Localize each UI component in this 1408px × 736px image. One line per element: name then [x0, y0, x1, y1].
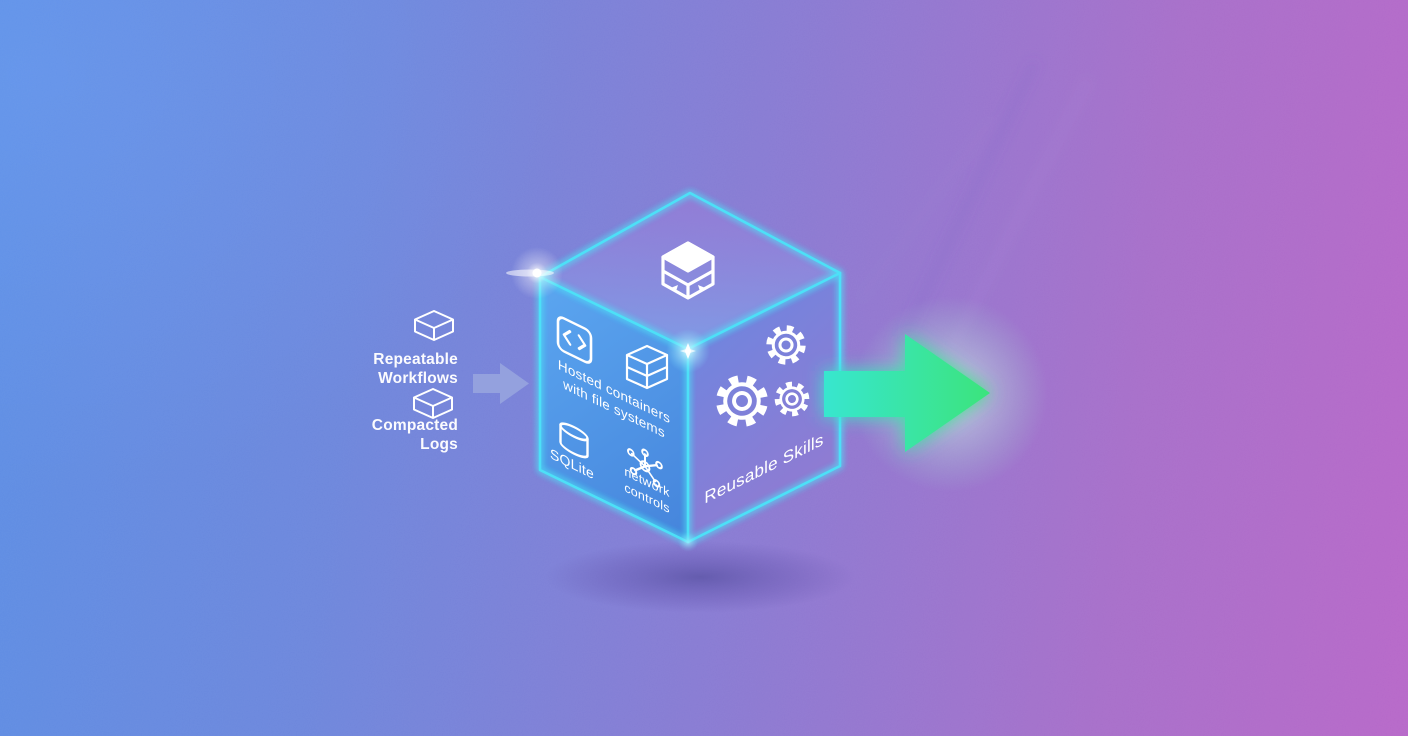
sparkle-glints [506, 247, 710, 552]
input-label-repeatable-workflows: Repeatable Workflows [346, 351, 458, 389]
input-label-line: Compacted [371, 417, 458, 434]
network-icon [627, 448, 663, 488]
hosted-containers-caption: Hosted containers with file systems [540, 347, 688, 453]
code-icon [556, 316, 593, 364]
input-label-compacted-logs: Compacted Logs [346, 417, 458, 455]
input-label-line: Repeatable [373, 351, 458, 368]
cube-shadow [545, 541, 855, 613]
stacked-containers-icon [625, 344, 669, 390]
output-arrow-icon [824, 334, 990, 452]
input-label-line: Workflows [378, 369, 458, 387]
database-icon [559, 422, 589, 459]
package-box-icon [661, 241, 715, 300]
input-arrow-icon [473, 363, 529, 404]
input-label-line: Logs [420, 435, 458, 453]
